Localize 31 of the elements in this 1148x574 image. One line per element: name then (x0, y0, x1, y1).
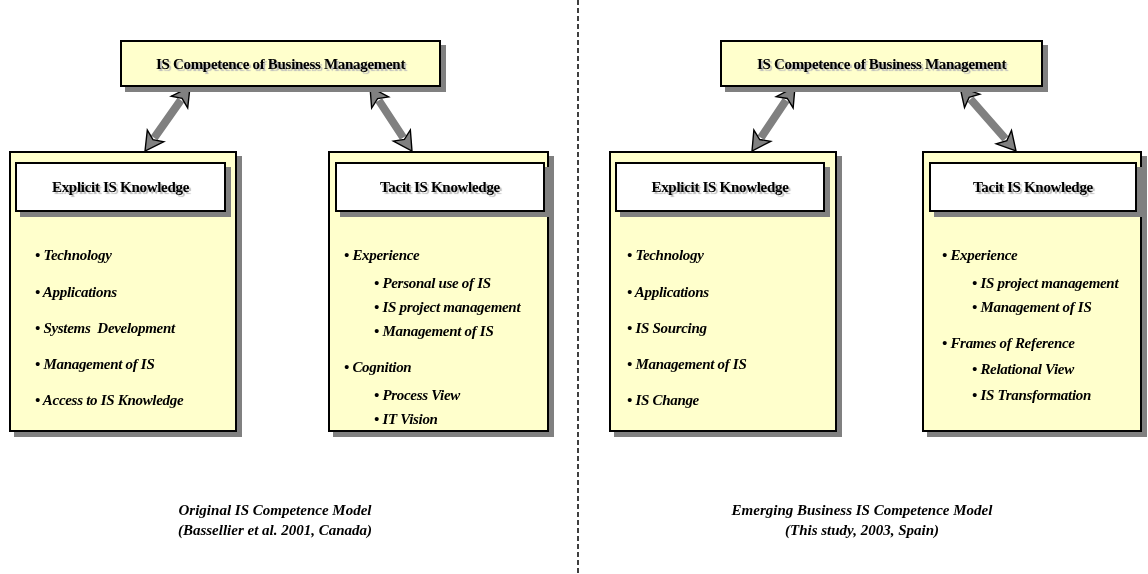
caption: Emerging Business IS Competence Model (This study, 2003, Spain) (730, 501, 994, 540)
bullet-item: • Management of IS (627, 356, 747, 373)
bullet-item: • Applications (35, 284, 117, 301)
bullet-item: • Personal use of IS (374, 275, 491, 292)
heading-text: Tacit IS Knowledge (973, 178, 1093, 196)
heading-text: Tacit IS Knowledge (380, 178, 500, 196)
bullet-item: • IS Transformation (972, 387, 1092, 404)
bullet-item: • Technology (35, 247, 112, 264)
heading-text: IS Competence of Business Management (756, 55, 1007, 72)
bullet-item: • Relational View (972, 361, 1074, 378)
bullet-item: • Technology (627, 247, 704, 264)
bullet-item: • Access to IS Knowledge (35, 392, 184, 409)
bullet-item: • Systems Development (35, 320, 175, 337)
bullet-item: • Frames of Reference (942, 335, 1075, 352)
heading-text: Explicit IS Knowledge (651, 178, 789, 196)
caption: Original IS Competence Model (Bassellier et al. 2001, Canada) (176, 501, 374, 540)
bullet-item: • IS project management (972, 275, 1119, 292)
bullet-item: • IS Sourcing (627, 320, 707, 337)
bullet-item: • Experience (344, 247, 420, 264)
heading-text: IS Competence of Business Management (155, 55, 406, 72)
bullet-item: • Management of IS (374, 323, 494, 340)
bullet-item: • IS project management (374, 299, 521, 316)
bullet-item: • Management of IS (972, 299, 1092, 316)
heading-text: Explicit IS Knowledge (51, 178, 190, 196)
bullet-item: • IS Change (627, 392, 699, 409)
bullet-item: • Cognition (344, 359, 412, 376)
bullet-item: • Management of IS (35, 356, 155, 373)
bullet-item: • Applications (627, 284, 709, 301)
bullet-item: • Experience (942, 247, 1018, 264)
bullet-item: • Process View (374, 387, 461, 404)
bullet-item: • IT Vision (374, 411, 438, 428)
